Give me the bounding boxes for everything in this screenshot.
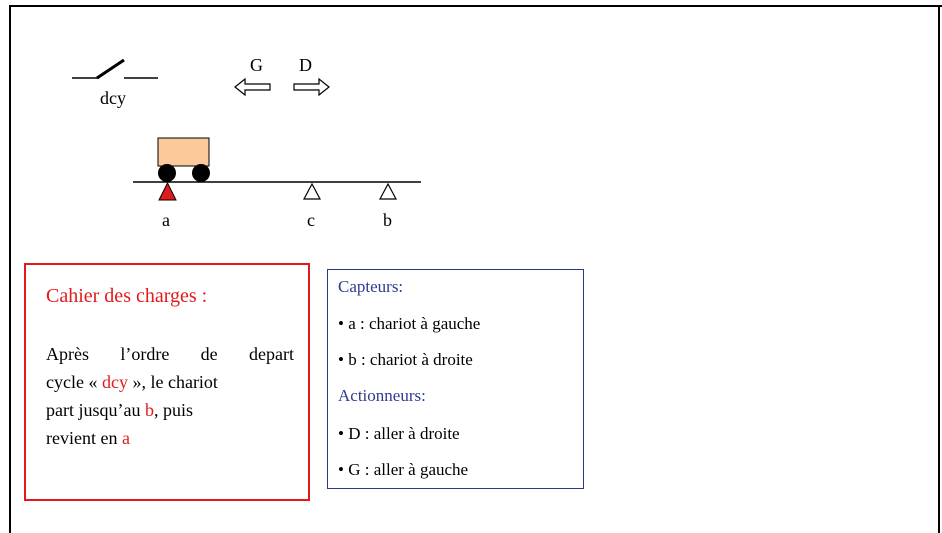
cahier-des-charges-box: Cahier des charges : Après l’ordre de de… bbox=[24, 263, 310, 501]
capteurs-actionneurs-box: Capteurs: • a : chariot à gauche • b : c… bbox=[327, 269, 584, 489]
cahier-highlight-a: a bbox=[121, 428, 130, 448]
switch-symbol bbox=[72, 58, 158, 80]
cart-wheel-right bbox=[192, 164, 210, 182]
cahier-title: Cahier des charges : bbox=[46, 285, 208, 307]
arrow-left-icon bbox=[234, 77, 271, 97]
capteur-item: • b : chariot à droite bbox=[338, 350, 473, 369]
cahier-highlight-dcy: dcy bbox=[101, 372, 128, 392]
cart-body bbox=[157, 137, 210, 167]
cahier-word: de bbox=[200, 344, 218, 364]
arrow-right-label: D bbox=[299, 55, 312, 75]
capteurs-title: Capteurs: bbox=[338, 277, 404, 296]
arrow-left-label: G bbox=[250, 55, 263, 75]
sensor-c-label: c bbox=[307, 210, 315, 230]
actionneur-item: • D : aller à droite bbox=[338, 424, 460, 443]
capteur-item: • a : chariot à gauche bbox=[338, 314, 481, 333]
cahier-line-1: Après l’ordre de depart bbox=[46, 340, 294, 368]
cahier-line-2: cycle « dcy », le chariot bbox=[46, 368, 294, 396]
cahier-text-fragment: , puis bbox=[153, 400, 193, 420]
cahier-line-4: revient en a bbox=[46, 424, 294, 452]
frame-border-left bbox=[9, 5, 11, 533]
cahier-line-3: part jusqu’au b, puis bbox=[46, 396, 294, 424]
cahier-text-fragment: », le chariot bbox=[127, 372, 218, 392]
cahier-word: l’ordre bbox=[120, 344, 170, 364]
cahier-word: depart bbox=[249, 344, 294, 364]
cahier-text-fragment: revient en bbox=[46, 428, 122, 448]
sensor-b-label: b bbox=[383, 210, 392, 230]
sensor-a-label: a bbox=[162, 210, 170, 230]
switch-label: dcy bbox=[100, 88, 126, 108]
cahier-word: Après bbox=[46, 344, 89, 364]
cahier-text-fragment: part jusqu’au bbox=[46, 400, 145, 420]
arrow-right-icon bbox=[293, 77, 330, 97]
actionneur-item: • G : aller à gauche bbox=[338, 460, 469, 479]
cahier-text: Après l’ordre de depart cycle « dcy », l… bbox=[46, 340, 294, 452]
sensor-a-triangle bbox=[158, 181, 177, 201]
sensor-c-triangle bbox=[303, 182, 321, 200]
cahier-highlight-b: b bbox=[144, 400, 154, 420]
cahier-text-fragment: cycle « bbox=[46, 372, 102, 392]
sensor-b-triangle bbox=[379, 182, 397, 200]
frame-border-right bbox=[938, 5, 940, 533]
actionneurs-title: Actionneurs: bbox=[338, 386, 426, 405]
cart-wheel-left bbox=[158, 164, 176, 182]
frame-border-top bbox=[9, 5, 942, 7]
